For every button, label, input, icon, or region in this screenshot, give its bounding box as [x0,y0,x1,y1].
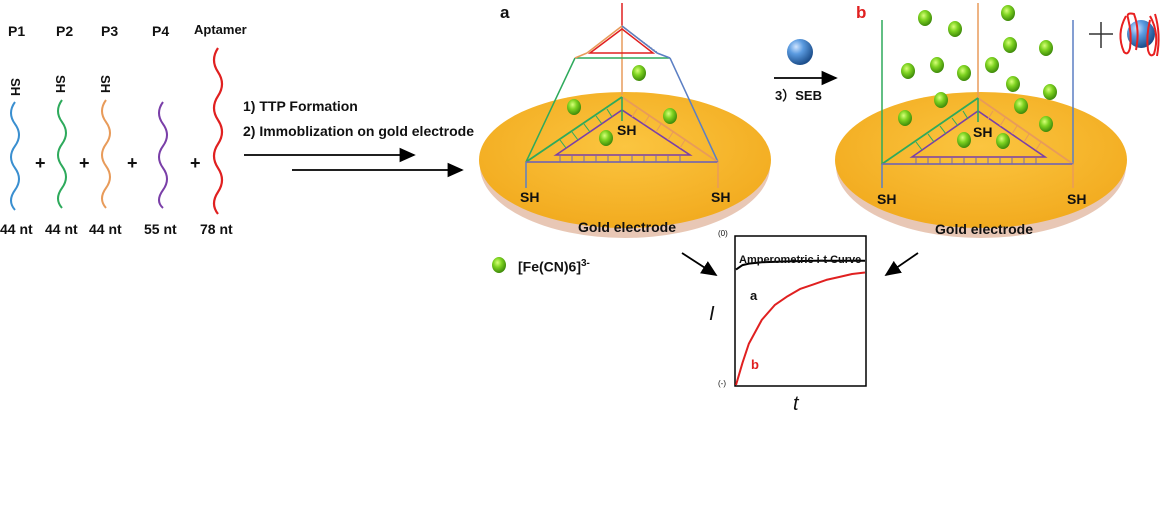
probe-ball [1003,37,1017,53]
strand-aptamer [212,47,224,215]
probe-ball [901,63,915,79]
strand-p1-wave [10,101,20,211]
x-axis-label: t [793,393,799,415]
thiol-label: SH [711,189,731,205]
probe-ball [1043,84,1057,100]
gold-electrode-a [479,92,771,228]
thiol-label: SH [973,124,993,140]
pointer-arrow-a [681,252,718,276]
strand-label-p2: P2 [56,23,74,39]
step-2-label: 2) Immoblization on gold electrode [243,123,475,139]
probe-ball [898,110,912,126]
probe-ball [930,57,944,73]
series-line-b [735,271,866,386]
thiol-label-p3: SH [98,75,113,94]
thiol-label: SH [520,189,540,205]
thiol-label: SH [877,191,897,207]
panel-a [479,3,771,238]
electrode-label-b: Gold electrode [935,221,1034,237]
strand-label-p1: P1 [8,23,26,39]
electrode-label-a: Gold electrode [578,219,677,235]
strand-length-p4: 55 nt [144,221,177,237]
series-label-a: a [750,288,758,303]
strand-label-aptamer: Aptamer [194,22,247,37]
step-1-label: 1) TTP Formation [243,98,358,114]
probe-legend-text: [Fe(CN)6] [518,258,581,275]
probe-ball [663,108,677,124]
it-chart [734,235,867,387]
strand-p3 [101,99,111,209]
strand-p1 [10,101,20,211]
probe-ball [957,132,971,148]
probe-ball [1039,40,1053,56]
panel-a-label: a [500,3,510,22]
y-axis-label: I [709,303,715,325]
strand-length-p3: 44 nt [89,221,122,237]
probe-ball [1006,76,1020,92]
strand-label-p4: P4 [152,23,170,39]
series-label-b: b [751,357,759,372]
plus-sign: + [79,153,90,173]
step-3-label: 3）SEB [775,88,822,103]
probe-ball [934,92,948,108]
probe-ball [948,21,962,37]
strand-aptamer-wave [212,47,224,215]
strand-length-p1: 44 nt [0,221,33,237]
strand-p2-wave [57,99,67,209]
thiol-label-p2: SH [53,75,68,94]
strand-p2 [57,99,67,209]
probe-ball [996,133,1010,149]
thiol-label: SH [1067,191,1087,207]
strand-label-p3: P3 [101,23,119,39]
seb-aptamer-complex-icon [1119,12,1160,57]
thiol-label-p1: SH [8,78,23,97]
strand-length-aptamer: 78 nt [200,221,233,237]
plus-sign: + [35,153,46,173]
panel-b [835,3,1160,238]
probe-balls-b [898,5,1057,149]
strand-p4-wave [158,101,168,209]
series-line-a [735,259,865,271]
probe-ball [918,10,932,26]
y-bottom-tick: (-) [718,379,726,388]
probe-ball [567,99,581,115]
chart-title: Amperometric i-t Curve [739,254,862,266]
seb-protein-icon [787,39,813,65]
probe-ball [985,57,999,73]
panel-b-label: b [856,3,867,22]
strand-length-p2: 44 nt [45,221,78,237]
plus-sign: + [127,153,138,173]
probe-legend-icon [492,257,506,273]
strand-p3-wave [101,99,111,209]
gold-electrode-b [835,92,1127,228]
probe-legend-label: [Fe(CN)6]3- [518,259,590,274]
probe-ball [1014,98,1028,114]
probe-ball [1039,116,1053,132]
pointer-arrow-b [884,252,919,277]
probe-ball [632,65,646,81]
plus-sign: + [190,153,201,173]
probe-ball [599,130,613,146]
strand-p4 [158,101,168,209]
probe-ball [957,65,971,81]
probe-legend-charge: 3- [581,258,590,269]
probe-ball [1001,5,1015,21]
thiol-label: SH [617,122,637,138]
y-top-tick: (0) [718,229,728,238]
